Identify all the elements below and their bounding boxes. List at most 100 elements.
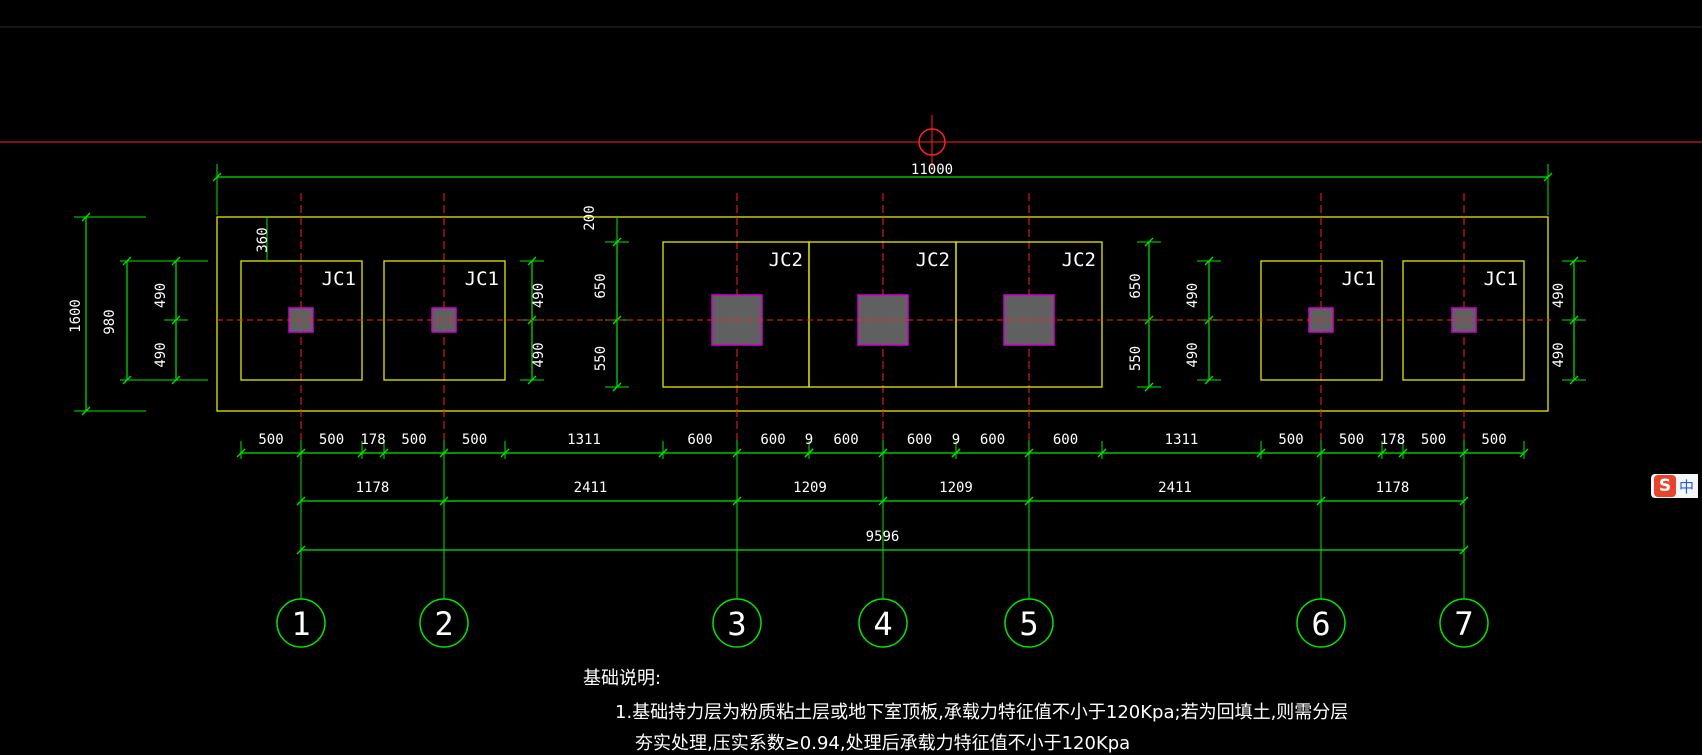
tick-row1-5 (500, 448, 510, 458)
tick-row1-13 (1024, 448, 1034, 458)
tick-row1-14 (1097, 448, 1107, 458)
dim-pad-height: 980 (102, 309, 118, 334)
notes-heading: 基础说明: (583, 668, 662, 689)
tick-pad6-2 (1204, 375, 1214, 385)
dim-total-width: 11000 (911, 162, 953, 178)
dim-row1-15: 500 (1278, 432, 1303, 448)
axis-label-2: 2 (434, 605, 453, 643)
tick-row1-0 (236, 448, 246, 458)
tick-row1-20 (1519, 448, 1529, 458)
dim-pad2-1: 490 (531, 342, 547, 367)
tick-row2-0 (296, 496, 306, 506)
tick-row1-17 (1377, 448, 1387, 458)
axis-label-6: 6 (1311, 605, 1330, 643)
dim-right-pad-1: 490 (1551, 342, 1567, 367)
tick-pad2-2 (527, 375, 537, 385)
dim-row1-5: 1311 (567, 432, 601, 448)
dim-pad2-0: 490 (531, 283, 547, 308)
dim-row1-2: 178 (360, 432, 385, 448)
axis-bubble-2[interactable] (419, 598, 469, 648)
dim-row1-7: 600 (760, 432, 785, 448)
footing-label-5: JC2 (1062, 249, 1096, 271)
dim-row1-17: 178 (1380, 432, 1405, 448)
axis-bubble-4[interactable] (858, 598, 908, 648)
dim-left-pad-0: 490 (153, 283, 169, 308)
dim-row1-10: 600 (907, 432, 932, 448)
tick-row2-1 (439, 496, 449, 506)
tick-overall-1 (1459, 545, 1469, 555)
tick-height-1 (81, 406, 91, 416)
tick-row1-1 (296, 448, 306, 458)
dim-pad6-0: 490 (1185, 283, 1201, 308)
footing-label-2: JC1 (465, 268, 499, 290)
dimension-layer: 490 490 490 490 650 550 650 550 490 490 490 490 500 5… (74, 164, 1586, 556)
dim-row1-11: 9 (952, 432, 960, 448)
dim-row2-1: 2411 (574, 480, 608, 496)
tick-row1-2 (357, 448, 367, 458)
tick-pad6-0 (1204, 256, 1214, 266)
notes-line-2: 夯实处理,压实系数≥0.94,处理后承载力特征值不小于120Kpa (635, 733, 1131, 754)
axis-label-5: 5 (1019, 605, 1038, 643)
dim-row2-2: 1209 (793, 480, 827, 496)
footing-label-7: JC1 (1484, 268, 1518, 290)
tick-height-0 (81, 212, 91, 222)
dim-right-pad-0: 490 (1551, 283, 1567, 308)
dim-row1-0: 500 (258, 432, 283, 448)
tick-right-pad-0 (1569, 256, 1579, 266)
footing-5[interactable] (955, 241, 1103, 388)
tick-row2-2 (732, 496, 742, 506)
tick-row1-16 (1316, 448, 1326, 458)
axis-label-7: 7 (1454, 605, 1473, 643)
tick-row1-10 (878, 448, 888, 458)
dim-row1-3: 500 (401, 432, 426, 448)
tick-row1-12 (951, 448, 961, 458)
dim-top-offset: 360 (255, 227, 271, 252)
footing-label-4: JC2 (916, 249, 950, 271)
footing-2[interactable] (383, 260, 506, 381)
axis-bubble-5[interactable] (1004, 598, 1054, 648)
tick-left-pad-2 (171, 375, 181, 385)
dim-row1-8: 9 (805, 432, 813, 448)
axis-label-3: 3 (727, 605, 746, 643)
dim-row1-18: 500 (1421, 432, 1446, 448)
dim-row1-14: 1311 (1165, 432, 1199, 448)
axis-label-1: 1 (291, 605, 310, 643)
tick-jc2-left-0 (612, 237, 622, 247)
dim-jc2-left-1: 550 (593, 346, 609, 371)
tick-overall-0 (296, 545, 306, 555)
dim-row2-3: 1209 (939, 480, 973, 496)
axis-bubble-1[interactable] (276, 598, 326, 648)
tick-left-pad-0 (171, 256, 181, 266)
axis-bubble-3[interactable] (712, 598, 762, 648)
dim-pad6-1: 490 (1185, 342, 1201, 367)
tick-row2-3 (878, 496, 888, 506)
dim-jc2-right-0: 650 (1128, 273, 1144, 298)
dim-row1-16: 500 (1339, 432, 1364, 448)
tick-jc2-right-0 (1144, 237, 1154, 247)
dim-row1-1: 500 (319, 432, 344, 448)
tick-pad2-0 (527, 256, 537, 266)
dim-left-pad-1: 490 (153, 342, 169, 367)
dim-row1-13: 600 (1053, 432, 1078, 448)
tick-row1-9 (804, 448, 814, 458)
ime-mode-label[interactable]: 中 (1679, 477, 1695, 496)
dim-row1-6: 600 (687, 432, 712, 448)
tick-pad-0 (122, 256, 132, 266)
dim-jc2-left-0: 650 (593, 273, 609, 298)
dim-row1-19: 500 (1481, 432, 1506, 448)
tick-row1-15 (1256, 448, 1266, 458)
tick-left-pad-1 (171, 315, 181, 325)
tick-pad-1 (122, 375, 132, 385)
foundation-notes: 基础说明: 1.基础持力层为粉质粘土层或地下室顶板,承载力特征值不小于120Kp… (583, 664, 1348, 755)
tick-right-pad-2 (1569, 375, 1579, 385)
tick-row1-18 (1398, 448, 1408, 458)
ime-toolbar[interactable]: S 中 (1651, 474, 1699, 498)
dim-row1-9: 600 (833, 432, 858, 448)
ime-logo-icon: S (1654, 475, 1676, 497)
axis-bubble-6[interactable] (1296, 598, 1346, 648)
axis-bubble-7[interactable] (1439, 598, 1489, 648)
dim-jc2-right-1: 550 (1128, 346, 1144, 371)
tick-total-1 (1543, 172, 1553, 182)
